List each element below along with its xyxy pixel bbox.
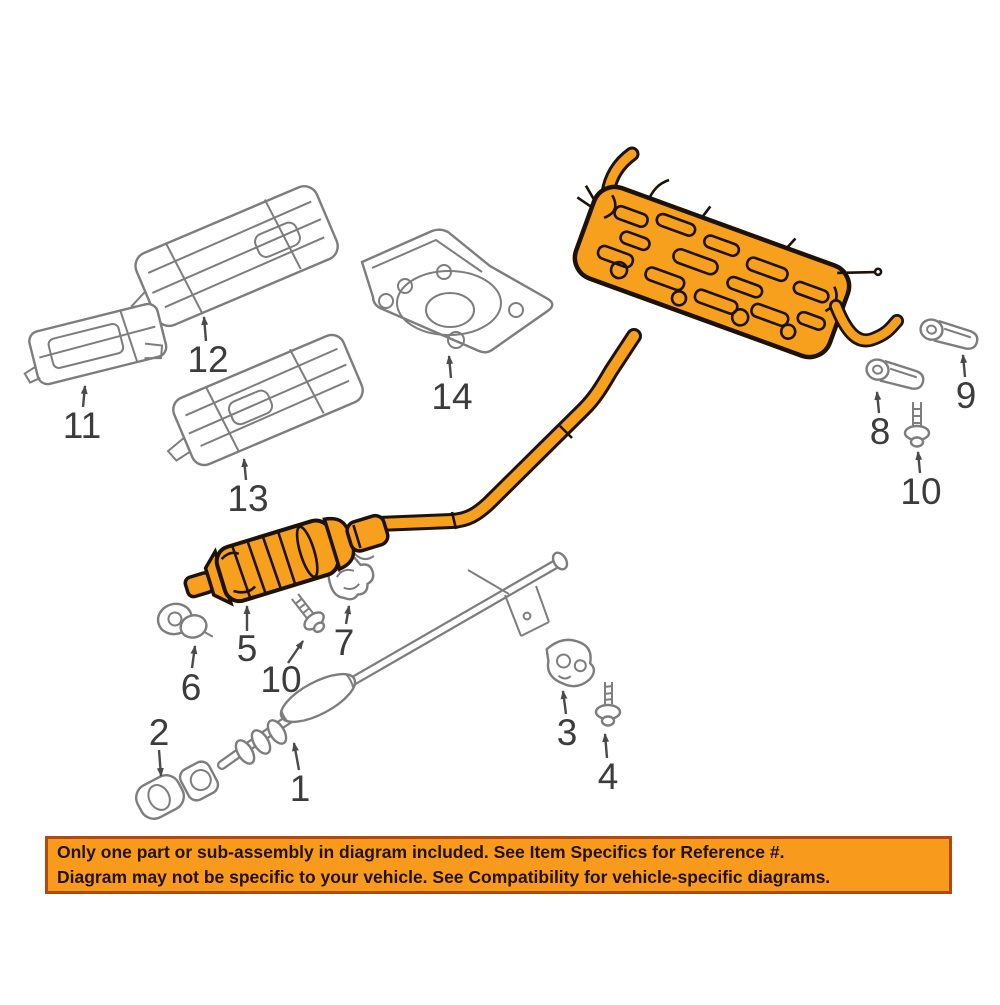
- part-label-10-center: 10: [260, 659, 301, 700]
- arrow-2: [156, 749, 164, 777]
- mount-plate-14: [360, 228, 554, 354]
- pipe-inlet-flange: [178, 760, 220, 802]
- heat-shield-13: [166, 333, 364, 467]
- part-label-1: 1: [290, 768, 311, 809]
- part-label-11: 11: [63, 405, 101, 446]
- part-label-12: 12: [187, 339, 228, 380]
- rubber-insulator-3: [545, 638, 596, 688]
- hanger-bracket-8: [865, 358, 925, 390]
- hanger-bracket-9: [919, 318, 979, 350]
- center-muffler-5: [183, 513, 390, 607]
- front-exhaust-pipe-1: [217, 551, 569, 770]
- exhaust-gasket-2: [134, 774, 186, 820]
- part-label-2: 2: [149, 712, 170, 753]
- part-label-14: 14: [431, 376, 472, 417]
- disclaimer-line2: Diagram may not be specific to your vehi…: [57, 867, 831, 887]
- arrow-4: [602, 733, 610, 759]
- rear-muffler-assembly: [572, 146, 904, 360]
- mid-pipe-highlight: [370, 328, 642, 532]
- part-label-5: 5: [237, 628, 258, 669]
- arrow-7: [344, 605, 352, 625]
- part-label-6: 6: [181, 667, 202, 708]
- part-label-8: 8: [870, 411, 891, 452]
- disclaimer-line1: Only one part or sub-assembly in diagram…: [57, 842, 785, 862]
- arrow-9: [960, 354, 968, 378]
- arrow-6: [190, 645, 198, 669]
- arrow-10-right: [915, 451, 923, 474]
- arrow-11: [80, 385, 88, 408]
- bolt-10-right: [903, 402, 931, 448]
- bolt-10-center: [291, 593, 326, 634]
- part-label-9: 9: [956, 375, 977, 416]
- arrow-1: [292, 742, 301, 771]
- heat-shield-12: [130, 185, 339, 328]
- arrow-13: [241, 458, 249, 481]
- arrow-10-center: [287, 640, 304, 664]
- rubber-hanger-6: [156, 602, 214, 639]
- heat-shield-11: [23, 302, 168, 386]
- part-label-4: 4: [598, 756, 619, 797]
- arrow-3: [560, 690, 568, 715]
- arrow-8: [874, 391, 882, 414]
- bolt-4: [594, 682, 622, 727]
- part-label-3: 3: [557, 712, 578, 753]
- part-label-7: 7: [334, 622, 355, 663]
- part-label-13: 13: [227, 478, 268, 519]
- part-label-10-right: 10: [900, 471, 941, 512]
- arrow-12: [201, 316, 209, 342]
- disclaimer-banner: Only one part or sub-assembly in diagram…: [45, 836, 952, 894]
- arrow-14: [446, 355, 454, 379]
